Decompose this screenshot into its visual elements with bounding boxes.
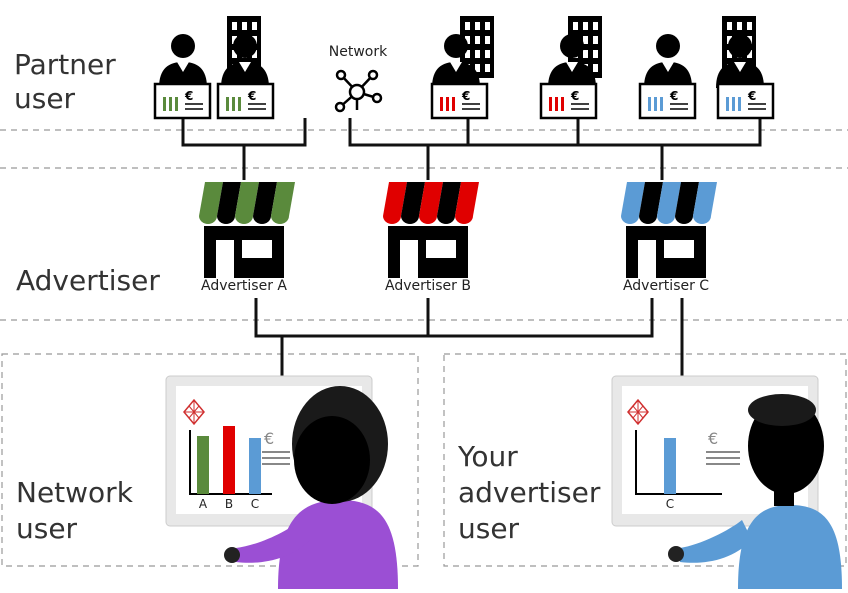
network-user-label-line2: user	[16, 512, 78, 545]
advertiser-user-monitor: C €	[611, 375, 842, 589]
bar-label-c: C	[251, 497, 259, 511]
partner-user-3	[644, 34, 692, 88]
card-bar	[648, 97, 651, 111]
card-bar	[452, 97, 455, 111]
bar-b	[223, 426, 235, 494]
partner-company-3	[716, 16, 764, 88]
network-user-zone	[1, 353, 419, 567]
connection-wires	[181, 118, 762, 376]
card-bar	[440, 97, 443, 111]
network-user-avatar	[224, 386, 398, 589]
card-currency-symbol: €	[461, 89, 470, 103]
advertiser-bar-chart: C	[664, 438, 676, 511]
partner-user-2	[432, 16, 494, 88]
advertiser-stores: Advertiser A Advertiser B Advertiser C	[199, 182, 717, 294]
advertiser-zone-label: Advertiser	[16, 264, 160, 297]
bar-label-b: B	[225, 497, 233, 511]
partner-company-2	[548, 16, 602, 88]
network-hub-icon	[334, 69, 383, 113]
network-label: Network	[329, 44, 388, 60]
card-currency-symbol: €	[570, 89, 579, 103]
advertiser-user-label-line3: user	[458, 512, 520, 545]
report-card-1: €	[153, 82, 212, 120]
report-card-2: €	[216, 82, 275, 120]
card-bar	[738, 97, 741, 111]
report-card-6: €	[716, 82, 775, 120]
card-currency-symbol: €	[184, 89, 193, 103]
store-icon-3: Advertiser C	[621, 182, 717, 294]
card-currency-symbol: €	[247, 89, 256, 103]
partner-company-1	[221, 16, 269, 88]
card-bar	[446, 97, 449, 111]
card-bar	[726, 97, 729, 111]
advertiser-user-zone	[443, 353, 847, 567]
advertiser-user-avatar	[668, 394, 842, 589]
report-card-4: €	[539, 82, 598, 120]
network-currency-symbol: €	[264, 429, 274, 448]
advertiser-currency-symbol: €	[708, 429, 718, 448]
bar-c	[664, 438, 676, 494]
report-card-5: €	[638, 82, 697, 120]
network-user-label-line1: Network	[16, 476, 134, 509]
card-bar	[226, 97, 229, 111]
advertiser-label-1: Advertiser A	[201, 278, 287, 294]
network-user-monitor: A B C €	[165, 375, 398, 589]
card-bar	[549, 97, 552, 111]
network-bar-chart: A B C	[197, 426, 261, 511]
partner-label-line2: user	[14, 82, 76, 115]
card-bar	[163, 97, 166, 111]
partner-report-cards: € € € € € €	[153, 82, 775, 120]
card-bar	[561, 97, 564, 111]
card-bar	[555, 97, 558, 111]
advertiser-label-3: Advertiser C	[623, 278, 709, 294]
advertiser-user-label-line2: advertiser	[458, 476, 601, 509]
card-currency-symbol: €	[747, 89, 756, 103]
card-bar	[238, 97, 241, 111]
bar-label-a: A	[199, 497, 208, 511]
card-bar	[660, 97, 663, 111]
card-bar	[169, 97, 172, 111]
report-card-3: €	[430, 82, 489, 120]
brand-logo-icon	[183, 398, 205, 426]
store-icon-2: Advertiser B	[383, 182, 479, 294]
partner-label-line1: Partner	[14, 48, 116, 81]
card-bar	[232, 97, 235, 111]
bar-label-c: C	[666, 497, 674, 511]
card-bar	[175, 97, 178, 111]
advertiser-user-label-line1: Your	[457, 440, 518, 473]
card-currency-symbol: €	[669, 89, 678, 103]
bar-a	[197, 436, 209, 494]
card-bar	[732, 97, 735, 111]
card-bar	[654, 97, 657, 111]
bar-c	[249, 438, 261, 494]
advertiser-label-2: Advertiser B	[385, 278, 471, 294]
store-icon-1: Advertiser A	[199, 182, 295, 294]
partner-user-1	[159, 34, 207, 88]
brand-logo-icon	[627, 398, 649, 426]
